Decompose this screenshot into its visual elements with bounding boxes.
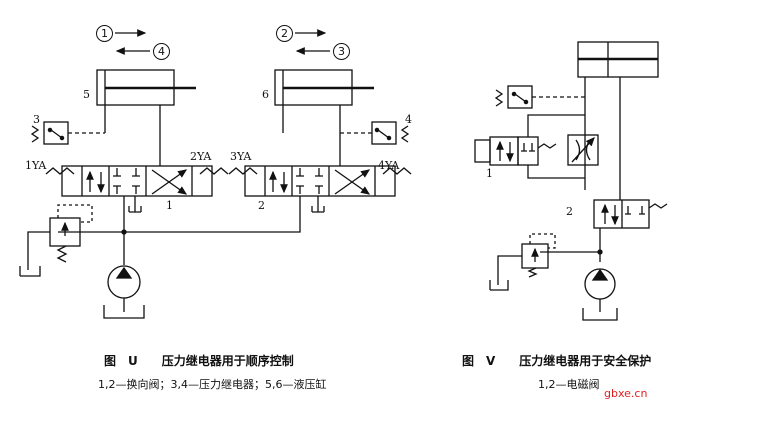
directional-valve-2: [228, 165, 412, 197]
relief-valve: [19, 204, 93, 277]
hydraulic-pump: [103, 265, 145, 319]
directional-valve-1: [45, 165, 229, 197]
watermark: gbxe.cn: [604, 387, 648, 400]
throttle-valve: [567, 134, 599, 166]
solenoid-valve-2: [593, 199, 668, 229]
step-2-marker: 2: [276, 25, 293, 42]
label-cylinder-5: 5: [83, 88, 90, 101]
label-relay-4: 4: [405, 113, 412, 126]
pressure-relay-4: [340, 121, 410, 145]
label-3ya: 3YA: [230, 150, 252, 163]
figure-u-schematic: [19, 29, 412, 319]
figure-u-legend: 1,2—换向阀；3,4—压力继电器；5,6—液压缸: [98, 378, 327, 391]
label-2ya: 2YA: [190, 150, 212, 163]
cylinder-6: [274, 69, 374, 106]
pressure-relay-3: [30, 121, 105, 145]
label-4ya: 4YA: [378, 159, 400, 172]
label-relay-3: 3: [33, 113, 40, 126]
label-solenoid-valve-2: 2: [566, 205, 573, 218]
step-4-marker: 4: [153, 43, 170, 60]
pressure-relay-v: [494, 85, 585, 109]
label-cylinder-6: 6: [262, 88, 269, 101]
label-solenoid-valve-1: 1: [486, 167, 493, 180]
label-1ya: 1YA: [25, 159, 47, 172]
step-1-marker: 1: [96, 25, 113, 42]
pump-v: [582, 268, 618, 321]
cylinder-5: [96, 69, 196, 106]
solenoid-valve-1: [474, 114, 585, 179]
relief-valve-v: [489, 233, 556, 291]
cylinder-v: [577, 41, 659, 78]
label-valve-2: 2: [258, 199, 265, 212]
figure-v-caption: 图 V 压力继电器用于安全保护: [462, 354, 652, 368]
figure-v-schematic: [474, 41, 668, 321]
step-3-marker: 3: [333, 43, 350, 60]
label-valve-1: 1: [166, 199, 173, 212]
figure-u-caption: 图 U 压力继电器用于顺序控制: [104, 354, 294, 368]
figure-v-legend: 1,2—电磁阀: [538, 378, 600, 391]
